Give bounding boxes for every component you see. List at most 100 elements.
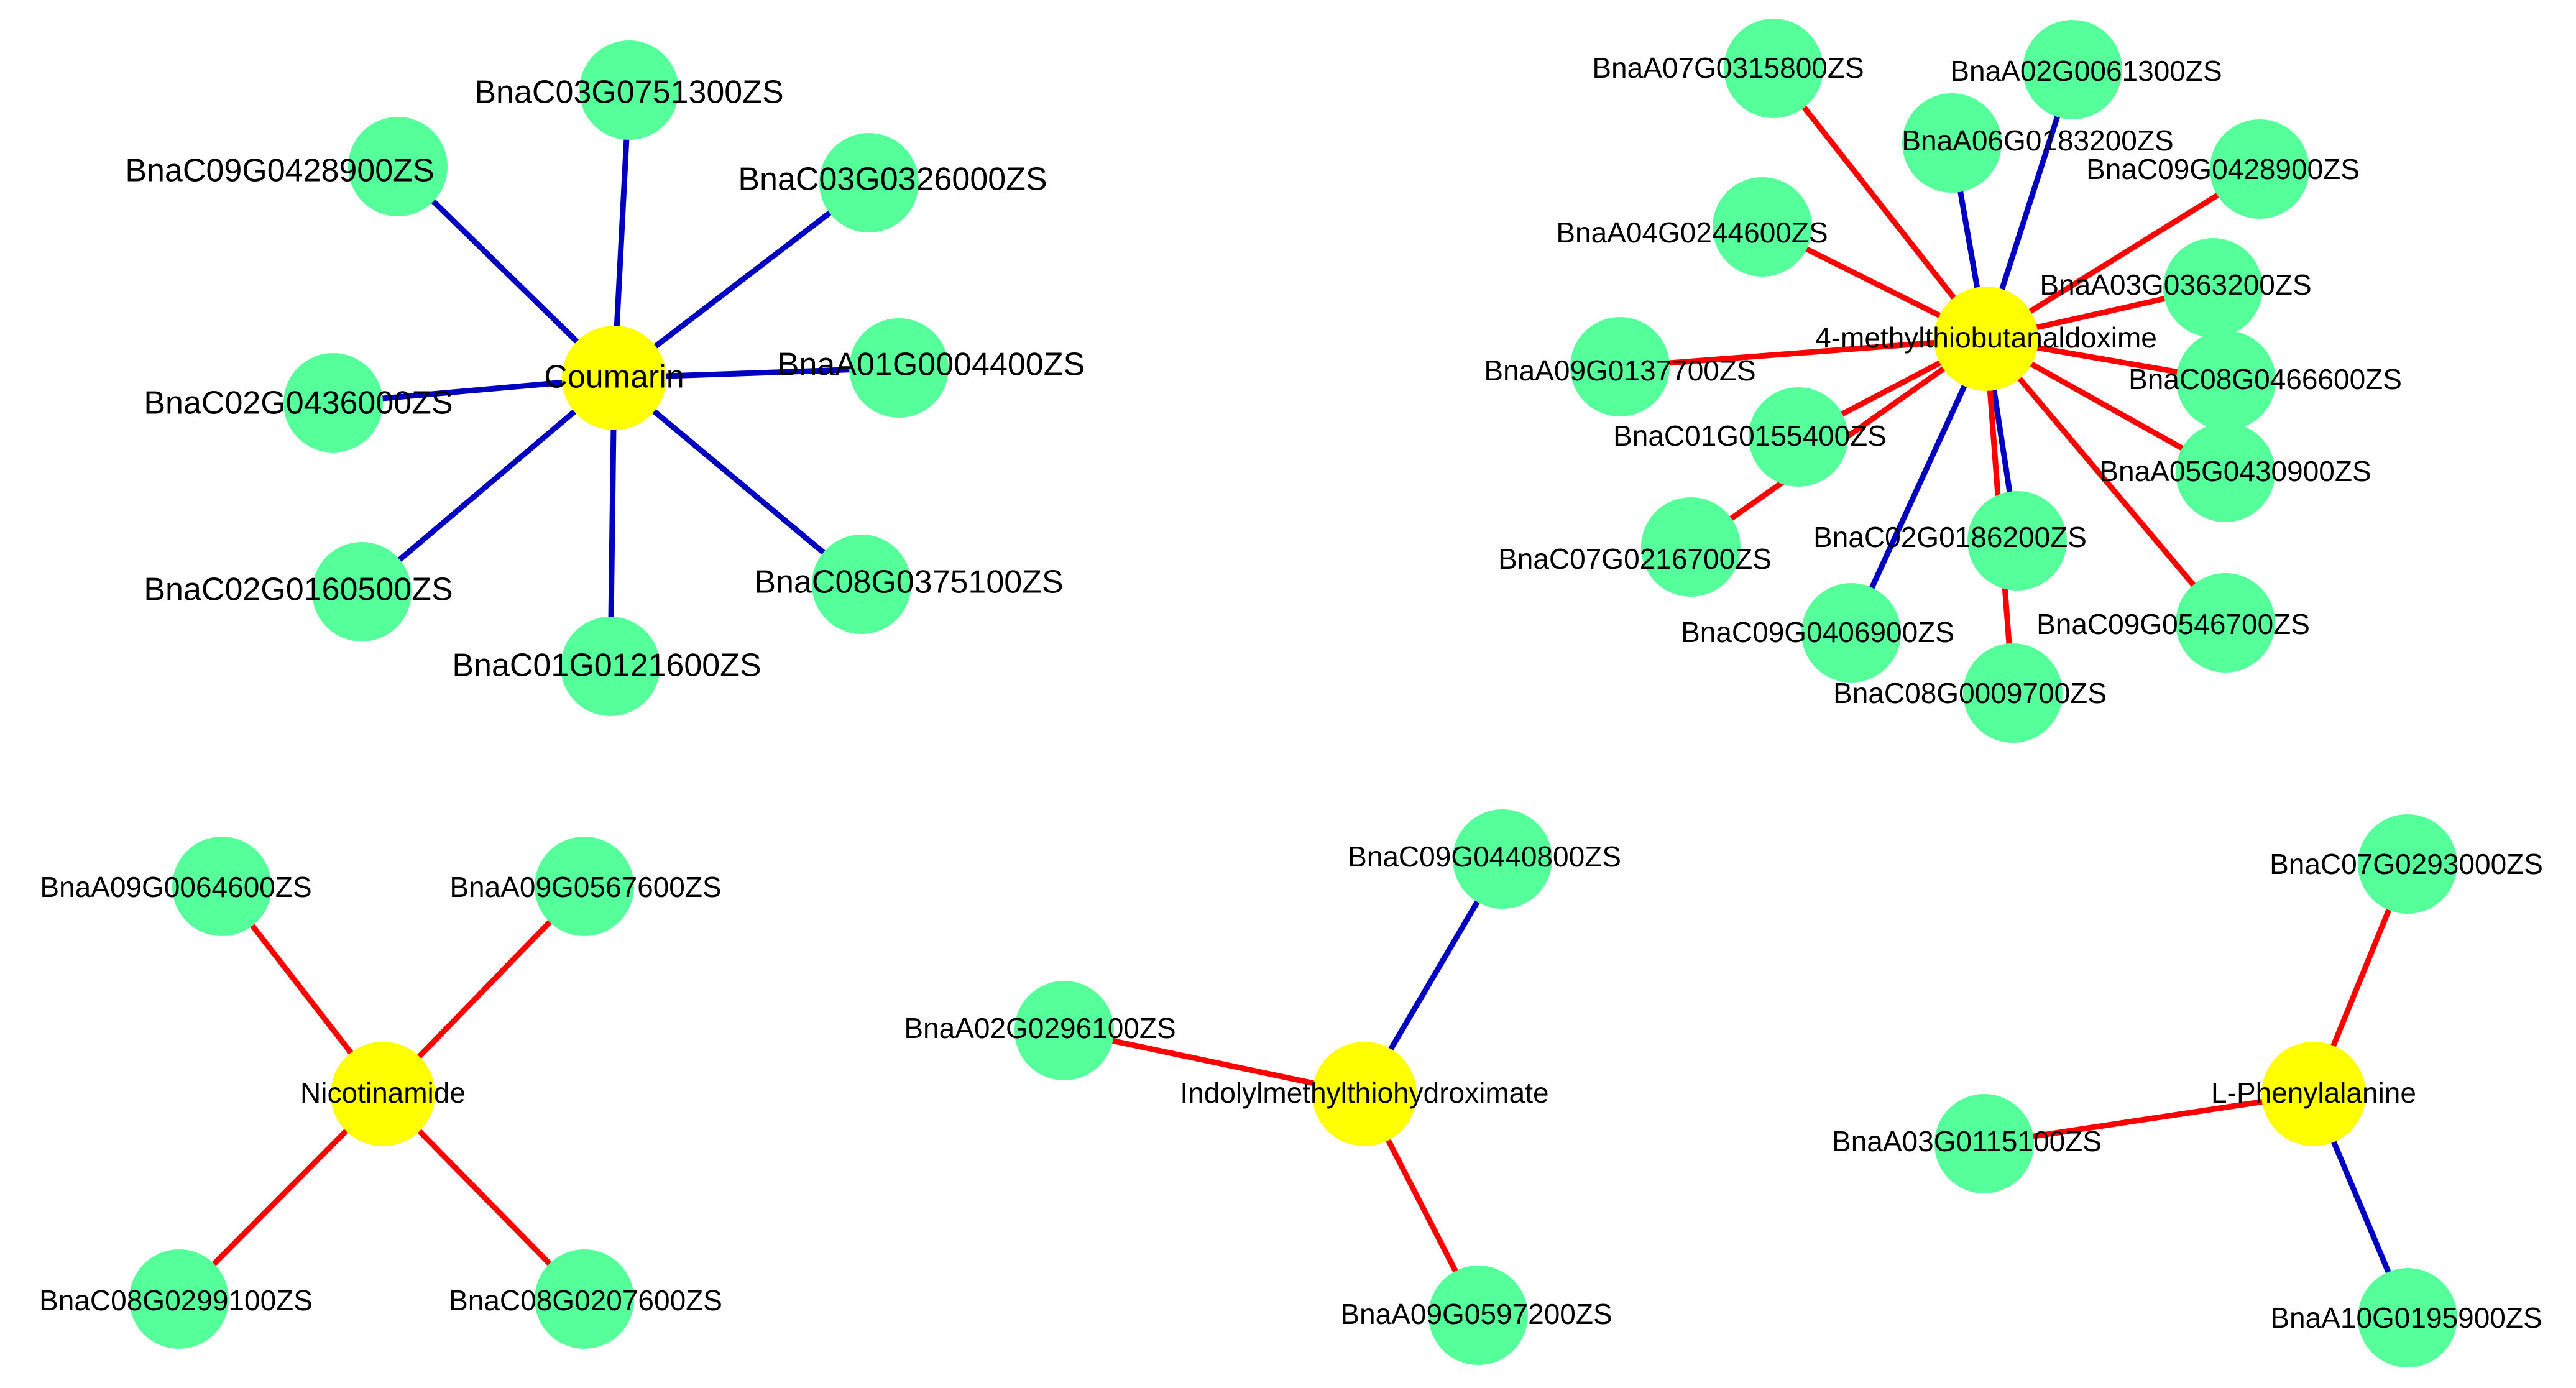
gene-label: BnaA09G0137700ZS <box>1484 354 1755 387</box>
gene-label: BnaA10G0195900ZS <box>2270 1302 2542 1334</box>
gene-node[interactable] <box>283 353 383 453</box>
gene-node[interactable] <box>348 117 448 216</box>
edge-positive <box>1984 167 2261 341</box>
gene-label: BnaC09G0428900ZS <box>2086 153 2360 185</box>
network-indolylmethylthiohydroximate: BnaC09G0440800ZS BnaA02G0296100ZS BnaA09G0… <box>904 809 1621 1365</box>
network-nicotinamide: BnaA09G0064600ZS BnaA09G0567600ZS BnaC08G0… <box>39 837 722 1349</box>
gene-node[interactable] <box>1428 1266 1528 1365</box>
gene-label: BnaC08G0299100ZS <box>39 1284 313 1317</box>
gene-node[interactable] <box>312 542 412 641</box>
gene-node[interactable] <box>819 133 919 232</box>
gene-label: BnaA07G0315800ZS <box>1592 52 1864 84</box>
metabolite-label: 4-methylthiobutanaldoxime <box>1815 321 2157 354</box>
gene-label: BnaC08G0466600ZS <box>2128 363 2402 395</box>
gene-node[interactable] <box>1570 317 1670 416</box>
edge-positive <box>1984 337 2228 625</box>
gene-node[interactable] <box>1934 1094 2034 1193</box>
metabolite-label: Nicotinamide <box>300 1077 466 1109</box>
edge-positive <box>1984 1091 2314 1147</box>
gene-label: BnaC02G0436000ZS <box>144 385 453 421</box>
gene-node[interactable] <box>1014 981 1114 1080</box>
gene-label: BnaC08G0375100ZS <box>754 564 1063 600</box>
gene-label: BnaA01G0004400ZS <box>778 347 1085 383</box>
gene-label: BnaA03G0115100ZS <box>1832 1125 2102 1157</box>
gene-node[interactable] <box>2210 119 2309 219</box>
gene-label: BnaC02G0186200ZS <box>1813 521 2087 553</box>
network-hub: BnaC07G0293000ZS BnaA03G0115100ZS BnaA10G0… <box>1832 848 2543 1334</box>
gene-node[interactable] <box>1967 491 2067 591</box>
gene-label: BnaA09G0597200ZS <box>1340 1298 1612 1330</box>
gene-node[interactable] <box>535 1249 634 1349</box>
network-4-methylthiobutanaldoxime: BnaA07G0315800ZS BnaA02G0061300ZS BnaA06G0… <box>1484 19 2402 743</box>
edge-negative <box>612 180 871 380</box>
network-gene-nodes <box>129 837 634 1349</box>
gene-node[interactable] <box>535 837 634 936</box>
gene-node[interactable] <box>129 1249 229 1349</box>
network-hub: BnaA09G0064600ZS BnaA09G0567600ZS BnaC08G0… <box>39 871 722 1317</box>
gene-label: BnaC03G0326000ZS <box>738 162 1047 198</box>
gene-label: BnaA05G0430900ZS <box>2099 455 2371 487</box>
gene-label: BnaC08G0207600ZS <box>449 1284 722 1317</box>
gene-node[interactable] <box>579 40 679 140</box>
gene-node[interactable] <box>1801 583 1901 683</box>
network-hub: BnaC09G0440800ZS BnaA02G0296100ZS BnaA09G0… <box>904 840 1621 1330</box>
gene-node[interactable] <box>2176 573 2275 673</box>
network-hub: BnaC03G0751300ZS BnaC09G0428900ZS BnaC03G0… <box>125 75 1085 684</box>
gene-label: BnaA09G0567600ZS <box>449 871 721 903</box>
edge-negative <box>612 375 863 587</box>
gene-node[interactable] <box>1453 809 1552 909</box>
gene-node[interactable] <box>2163 238 2263 338</box>
gene-label: BnaA06G0183200ZS <box>1902 124 2173 157</box>
network-gene-nodes <box>283 40 949 716</box>
gene-node[interactable] <box>1713 177 1812 277</box>
gene-label: BnaA02G0061300ZS <box>1950 55 2222 87</box>
gene-node[interactable] <box>1724 19 1823 118</box>
gene-label: BnaC07G0293000ZS <box>2270 848 2543 880</box>
gene-node[interactable] <box>2176 331 2276 430</box>
gene-label: BnaC09G0428900ZS <box>125 153 434 189</box>
gene-node[interactable] <box>2023 20 2122 119</box>
network-l-phenylalanine: BnaC07G0293000ZS BnaA03G0115100ZS BnaA10G0… <box>1832 814 2543 1367</box>
gene-node[interactable] <box>1749 387 1848 487</box>
edge-positive <box>1771 67 1989 341</box>
gene-label: BnaC02G0160500ZS <box>144 572 453 608</box>
metabolite-label: Indolylmethylthiohydroximate <box>1180 1077 1548 1109</box>
gene-node[interactable] <box>2358 814 2457 914</box>
metabolite-hub-node[interactable] <box>2261 1042 2366 1146</box>
network-gene-nodes <box>1570 19 2309 743</box>
metabolite-hub-node[interactable] <box>562 326 666 430</box>
metabolite-hub-node[interactable] <box>1934 287 2038 391</box>
metabolite-hub-node[interactable] <box>331 1042 435 1146</box>
gene-label: BnaA04G0244600ZS <box>1556 216 1828 249</box>
gene-label: BnaA03G0363200ZS <box>2040 269 2311 301</box>
gene-node[interactable] <box>561 617 660 716</box>
gene-node[interactable] <box>2176 423 2275 522</box>
gene-label: BnaA02G0296100ZS <box>904 1012 1175 1044</box>
network-gene-nodes <box>1934 814 2457 1367</box>
gene-node[interactable] <box>849 318 949 418</box>
gene-node[interactable] <box>172 837 272 936</box>
gene-label: BnaC09G0440800ZS <box>1348 840 1621 873</box>
gene-node[interactable] <box>1902 93 2002 193</box>
gene-label: BnaC09G0546700ZS <box>2036 608 2310 640</box>
metabolite-label: L-Phenylalanine <box>2211 1077 2416 1109</box>
gene-label: BnaC01G0155400ZS <box>1613 420 1887 452</box>
gene-label: BnaA09G0064600ZS <box>40 871 311 903</box>
edge-negative <box>1848 338 1989 634</box>
gene-node[interactable] <box>1963 643 2063 743</box>
metabolite-hub-node[interactable] <box>1312 1042 1417 1146</box>
metabolite-label: Coumarin <box>544 359 684 395</box>
gene-label: BnaC07G0216700ZS <box>1498 543 1772 575</box>
edge-positive <box>1619 336 1987 370</box>
gene-label: BnaC03G0751300ZS <box>474 75 783 111</box>
gene-label: BnaC01G0121600ZS <box>452 648 761 684</box>
gene-label: BnaC09G0406900ZS <box>1681 616 1954 648</box>
network-coumarin: BnaC03G0751300ZS BnaC09G0428900ZS BnaC03G0… <box>125 40 1085 716</box>
network-gene-nodes <box>1014 809 1552 1365</box>
gene-node[interactable] <box>812 535 911 634</box>
gene-node[interactable] <box>2358 1268 2457 1367</box>
gene-node[interactable] <box>1641 497 1741 597</box>
network-hub: BnaA07G0315800ZS BnaA02G0061300ZS BnaA06G0… <box>1484 52 2402 709</box>
